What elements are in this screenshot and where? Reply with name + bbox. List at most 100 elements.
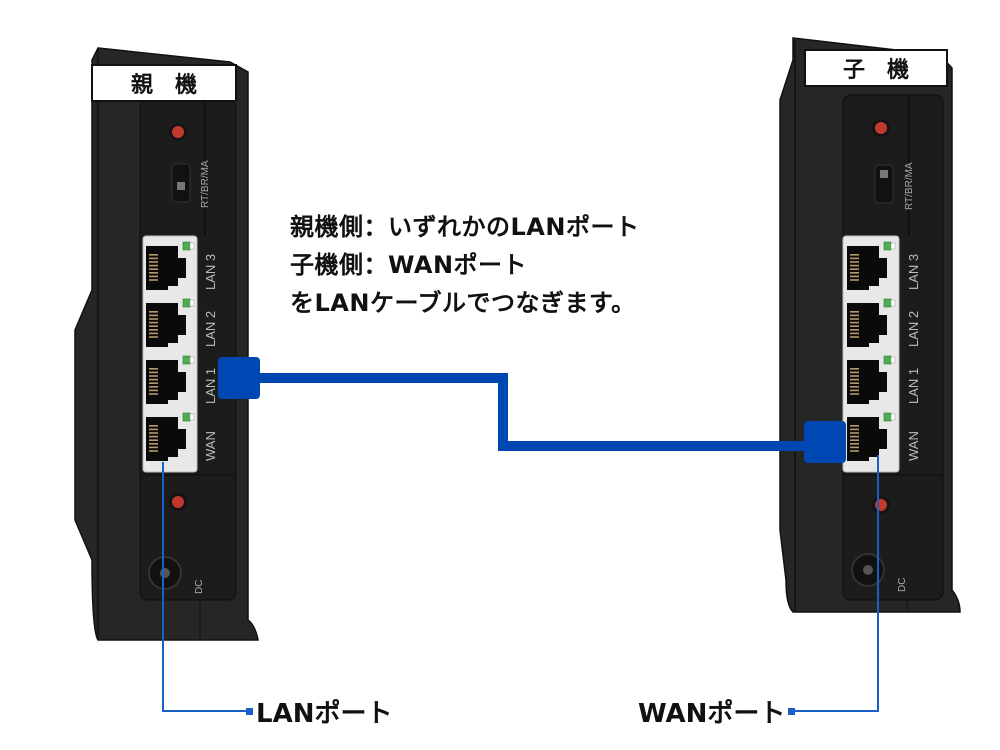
jack-pin <box>850 321 859 324</box>
port-led-off-icon <box>189 413 195 421</box>
jack-pin <box>850 382 859 384</box>
jack-pin <box>850 435 859 438</box>
jack-pin <box>149 382 158 384</box>
port-lan-1[interactable]: LAN 1 <box>146 355 218 404</box>
instruction-line: 親機側：いずれかのLANポート <box>290 213 640 241</box>
jack-pin <box>149 446 158 449</box>
port-lan-3[interactable]: LAN 3 <box>847 241 921 290</box>
jack-pin <box>149 450 158 452</box>
jack-pin <box>149 432 158 434</box>
instruction-line: 子機側：WANポート <box>290 251 528 279</box>
jack-pin <box>850 375 859 377</box>
parent-name-label: 親 機 <box>131 73 197 98</box>
port-led-icon <box>883 355 892 365</box>
child-dc-label: DC <box>897 578 908 592</box>
port-label: LAN 3 <box>203 254 218 290</box>
port-led-icon <box>883 412 892 422</box>
callout-lines <box>162 455 879 715</box>
port-lan-1[interactable]: LAN 1 <box>847 355 921 404</box>
jack-pin <box>850 264 859 267</box>
child-wps-button-icon[interactable] <box>875 499 887 511</box>
port-led-icon <box>883 241 892 251</box>
parent-name-plate <box>91 64 237 102</box>
jack-pin <box>149 368 158 370</box>
jack-pin <box>149 425 158 427</box>
child-mode-switch-knob <box>880 170 888 178</box>
parent-wps-button-icon[interactable] <box>172 496 184 508</box>
jack-pin <box>850 275 859 278</box>
child-mode-switch[interactable] <box>874 164 894 204</box>
port-led-off-icon <box>890 299 896 307</box>
jack-pin <box>850 325 859 327</box>
child-dc-jack-pin <box>863 565 873 575</box>
jack-pin <box>149 439 158 441</box>
port-led-icon <box>182 241 191 251</box>
jack-pin <box>850 371 859 374</box>
port-lan-2[interactable]: LAN 2 <box>146 298 218 347</box>
jack-pin <box>149 378 158 381</box>
rj45-jack-icon <box>146 360 186 404</box>
port-led-off-icon <box>189 299 195 307</box>
jack-pin <box>850 261 859 263</box>
port-led-off-icon <box>189 242 195 250</box>
jack-pin <box>149 435 158 438</box>
jack-pin <box>850 393 859 395</box>
jack-pin <box>850 311 859 313</box>
child-router: RT/BR/MA LAN 3 LAN 2 LAN 1 WAN DC 子 機 <box>779 37 961 613</box>
jack-pin <box>149 318 158 320</box>
port-led-off-icon <box>890 413 896 421</box>
parent-mode-switch-label: RT/BR/MA <box>200 160 211 208</box>
instruction-line: をLANケーブルでつなぎます。 <box>290 289 636 317</box>
jack-pin <box>850 450 859 452</box>
jack-pin <box>149 261 158 263</box>
jack-pin <box>850 389 859 392</box>
port-label: WAN <box>906 431 921 461</box>
jack-pin <box>149 268 158 270</box>
parent-mode-switch-knob <box>177 182 185 190</box>
parent-reset-button-icon[interactable] <box>172 126 184 138</box>
jack-pin <box>149 272 158 274</box>
rj45-jack-icon <box>146 417 186 461</box>
jack-pin <box>149 428 158 431</box>
jack-pin <box>850 272 859 274</box>
child-mode-switch-label: RT/BR/MA <box>904 162 915 210</box>
port-label: LAN 3 <box>906 254 921 290</box>
jack-pin <box>850 336 859 338</box>
jack-pin <box>149 443 158 445</box>
jack-pin <box>850 257 859 260</box>
port-wan[interactable]: WAN <box>847 412 921 461</box>
jack-pin <box>850 443 859 445</box>
jack-pin <box>149 321 158 324</box>
jack-pin <box>149 314 158 317</box>
port-led-icon <box>883 298 892 308</box>
port-label: LAN 1 <box>203 368 218 404</box>
jack-pin <box>149 389 158 392</box>
jack-pin <box>850 432 859 434</box>
child-cable-plug <box>804 421 846 463</box>
port-lan-3[interactable]: LAN 3 <box>146 241 218 290</box>
parent-dc-label: DC <box>194 580 205 594</box>
jack-pin <box>149 375 158 377</box>
port-led-off-icon <box>890 242 896 250</box>
lan-cable-wire <box>255 373 810 451</box>
jack-pin <box>850 378 859 381</box>
child-reset-button-icon[interactable] <box>875 122 887 134</box>
port-label: LAN 2 <box>906 311 921 347</box>
parent-dc-jack-pin <box>160 568 170 578</box>
port-led-icon <box>182 412 191 422</box>
child-name-label: 子 機 <box>843 58 909 83</box>
wan-port-callout-line <box>793 455 879 712</box>
jack-pin <box>850 439 859 441</box>
jack-pin <box>149 329 158 331</box>
jack-pin <box>850 368 859 370</box>
port-led-off-icon <box>890 356 896 364</box>
rj45-jack-icon <box>847 303 887 347</box>
jack-pin <box>149 393 158 395</box>
jack-pin <box>850 314 859 317</box>
jack-pin <box>850 446 859 449</box>
port-wan[interactable]: WAN <box>146 412 218 461</box>
connection-instructions: 親機側：いずれかのLANポート 子機側：WANポート をLANケーブルでつなぎま… <box>290 208 639 322</box>
rj45-jack-icon <box>146 246 186 290</box>
port-label: LAN 2 <box>203 311 218 347</box>
port-lan-2[interactable]: LAN 2 <box>847 298 921 347</box>
